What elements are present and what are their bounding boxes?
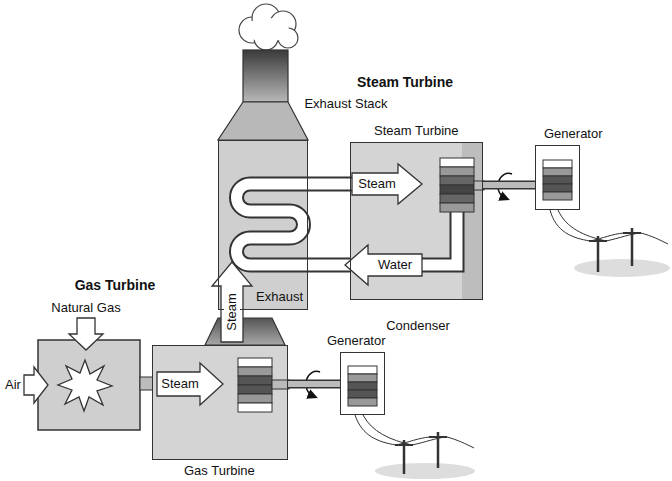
part-label: Condenser <box>386 318 450 334</box>
box-label: Exhaust <box>256 289 303 305</box>
shaft-stub <box>272 380 289 389</box>
return-pipe-inner <box>418 212 457 265</box>
shaft-connector <box>288 384 340 385</box>
coil-inner <box>237 184 353 265</box>
box-label: Generator <box>544 126 603 142</box>
exhaust-hood <box>205 318 285 345</box>
turbine-rotor <box>440 158 474 212</box>
gas-turbine-housing <box>152 345 288 460</box>
generator-core <box>543 160 572 200</box>
flow-label: Steam <box>159 376 201 392</box>
hrsg-box: Exhaust <box>218 140 308 310</box>
steam-arrow <box>352 164 422 204</box>
return-pipe <box>418 212 457 265</box>
ground-patch <box>375 463 475 479</box>
gas-turbine-box: Gas Turbine <box>152 345 288 460</box>
cloud-fill <box>245 18 289 42</box>
generator-body <box>535 145 580 210</box>
gas-flow-arrow <box>157 363 223 405</box>
stack-transition <box>218 102 308 140</box>
shaft-body <box>288 381 340 387</box>
combustor <box>38 340 140 430</box>
shaft-outline <box>483 181 535 190</box>
part-label: Exhaust Stack <box>304 96 387 112</box>
box-label: Generator <box>327 333 386 349</box>
generator-core <box>348 366 377 406</box>
input-label: Air <box>5 377 21 393</box>
ground-patch <box>574 259 670 277</box>
power-wire <box>550 210 668 244</box>
power-wire <box>355 415 474 448</box>
generator-box: Generator <box>340 352 385 415</box>
flow-label: Water <box>376 257 414 273</box>
smoke-cloud <box>239 4 298 50</box>
shaft-connector <box>483 185 535 186</box>
water-arrow <box>345 245 422 285</box>
fuel-arrow <box>69 318 103 350</box>
air-arrow <box>24 367 48 403</box>
generator-body <box>340 352 385 415</box>
flow-label: Steam <box>224 291 240 333</box>
flame-burst <box>58 360 112 411</box>
power-pole <box>589 228 641 272</box>
flow-label: Steam <box>356 176 398 192</box>
generator-box: Generator <box>535 145 580 210</box>
section-heading: Gas Turbine <box>75 277 156 293</box>
box-label: Gas Turbine <box>184 463 255 479</box>
steam-turbine-box: Steam Turbine <box>350 142 483 300</box>
exhaust-stack <box>243 50 288 102</box>
boiler-coil <box>237 184 458 265</box>
coil-outline <box>237 184 353 265</box>
turbine-rotor <box>238 358 272 412</box>
shaft-outline <box>288 380 340 389</box>
shaft-body <box>483 182 535 188</box>
box-label: Steam Turbine <box>374 123 459 139</box>
section-heading: Steam Turbine <box>357 74 453 90</box>
input-label: Natural Gas <box>51 300 120 316</box>
power-pole <box>395 432 447 474</box>
